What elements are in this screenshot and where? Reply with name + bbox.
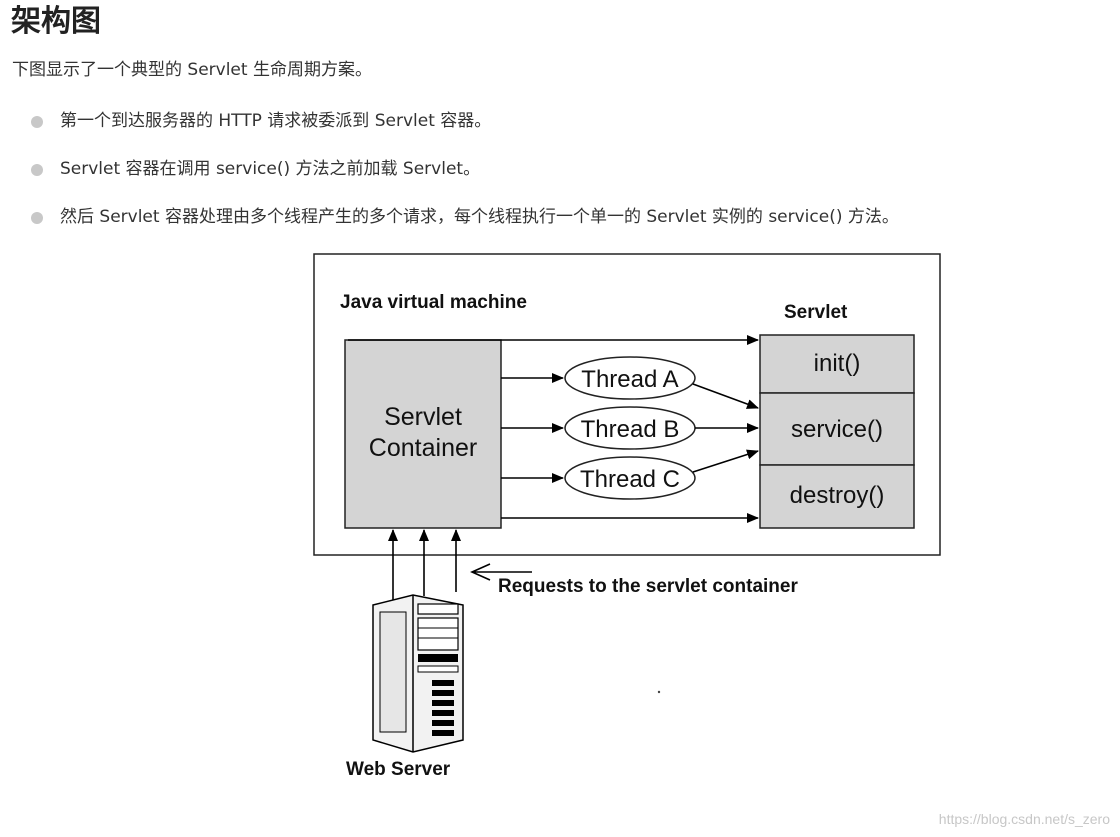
container-label-line1: Servlet <box>384 403 462 431</box>
jvm-label: Java virtual machine <box>340 292 527 313</box>
method-box-destroy <box>759 464 915 529</box>
method-init-label: init() <box>814 350 861 377</box>
stray-dot <box>657 690 661 694</box>
list-item: 第一个到达服务器的 HTTP 请求被委派到 Servlet 容器。 <box>0 107 899 155</box>
bullet-dot-icon <box>31 164 43 176</box>
servlet-label: Servlet <box>784 302 848 323</box>
method-service-label: service() <box>791 416 883 443</box>
method-box-service <box>759 392 915 466</box>
list-item-text: 然后 Servlet 容器处理由多个线程产生的多个请求，每个线程执行一个单一的 … <box>60 207 899 227</box>
arrow-thread-a-to-service <box>692 383 759 409</box>
arrow-thread-c-to-service <box>692 449 759 473</box>
list-item: Servlet 容器在调用 service() 方法之前加载 Servlet。 <box>0 155 899 203</box>
method-destroy-label: destroy() <box>790 482 885 509</box>
bullet-dot-icon <box>31 212 43 224</box>
container-label-line2: Container <box>369 434 477 462</box>
intro-text: 下图显示了一个典型的 Servlet 生命周期方案。 <box>12 60 372 80</box>
method-box-init <box>759 334 915 394</box>
list-item-text: 第一个到达服务器的 HTTP 请求被委派到 Servlet 容器。 <box>60 111 492 131</box>
thread-b-label: Thread B <box>581 416 680 443</box>
requests-label: Requests to the servlet container <box>498 576 798 597</box>
bullet-list: 第一个到达服务器的 HTTP 请求被委派到 Servlet 容器。 Servle… <box>0 107 899 251</box>
page-title: 架构图 <box>11 4 101 39</box>
thread-c-label: Thread C <box>580 466 680 493</box>
watermark-text: https://blog.csdn.net/s_zero <box>938 811 1110 827</box>
thread-c-ellipse <box>564 456 696 500</box>
web-server-icon <box>372 594 464 753</box>
list-item: 然后 Servlet 容器处理由多个线程产生的多个请求，每个线程执行一个单一的 … <box>0 203 899 251</box>
thread-a-label: Thread A <box>581 366 678 393</box>
bullet-dot-icon <box>31 116 43 128</box>
list-item-text: Servlet 容器在调用 service() 方法之前加载 Servlet。 <box>60 159 481 179</box>
thread-a-ellipse <box>564 356 696 400</box>
requests-pointer-icon <box>470 563 532 581</box>
web-server-label: Web Server <box>346 759 451 780</box>
